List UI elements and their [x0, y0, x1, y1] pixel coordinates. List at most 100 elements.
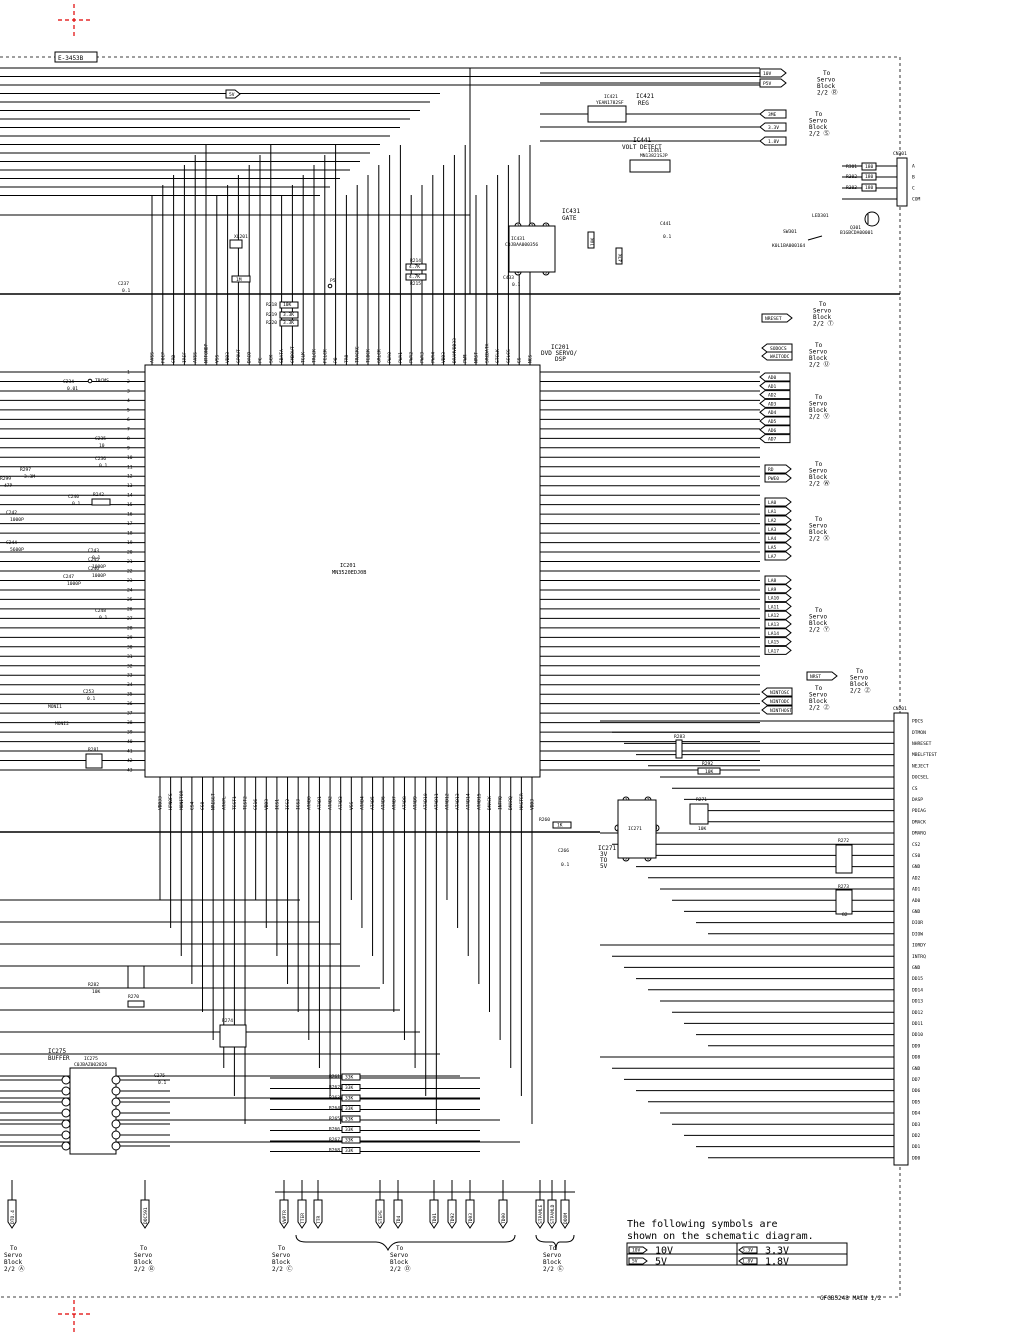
r260-ref: R260	[539, 817, 550, 823]
bottom-block-label: To	[396, 1245, 404, 1252]
flag-shape	[7, 1199, 17, 1229]
ic201-left-pinnum: 21	[127, 559, 133, 565]
sheet-border	[0, 56, 901, 1298]
ic201-bottom-pin: MASTER	[519, 793, 525, 810]
ic201-left-pinnum: 5	[127, 407, 130, 413]
ic201-top-pin: FOCP	[160, 352, 166, 363]
flag-label: SODOCS	[770, 346, 787, 352]
xl201-ref: XL201	[234, 234, 248, 240]
left-component-value: 0.1	[72, 501, 81, 507]
ic201-left-pinnum: 13	[127, 483, 133, 489]
test-point	[327, 283, 333, 289]
cn201-pin-sig: DD13	[912, 999, 923, 1005]
bottom-net-flag: TTER	[297, 1199, 307, 1229]
left-component-value: 0.01	[67, 386, 78, 392]
bottom-net-flag: TD03	[465, 1199, 475, 1229]
bottom-block-label: To	[278, 1245, 286, 1252]
ic201-left-pinnum: 22	[127, 569, 133, 575]
la-bus-flag: LA2	[764, 515, 792, 525]
sodocs-flag: WAITODC	[761, 351, 793, 361]
r201-resistor	[231, 275, 251, 283]
ic275-pin	[61, 1086, 71, 1096]
bottom-resistor-value: 33K	[345, 1075, 354, 1081]
ic201-top-pin: CS	[517, 357, 523, 363]
bottom-resistor-ref: R261	[329, 1074, 340, 1080]
ic201-top-pin: NTFONDP	[204, 343, 210, 363]
flag-label: DOOM	[563, 1213, 569, 1224]
right-net-flag: 10V	[759, 68, 787, 78]
ic201-bottom-pin: NRESET	[211, 793, 217, 810]
ic201-top-pin: CRD	[171, 354, 177, 363]
r215-ref: R215	[410, 281, 421, 287]
la-bus-flag: LA17	[764, 645, 792, 655]
sw301-part: K0L1BA000164	[772, 243, 805, 249]
resistor-ref: R218	[266, 302, 277, 308]
ic201-bottom-pin: INTRQ	[498, 796, 504, 810]
ic201-left-pinnum: 40	[127, 739, 133, 745]
right-net-flag: 1.8V	[759, 136, 787, 146]
c433-ref: C433	[503, 275, 514, 281]
cn201-pin-sig: DD5	[912, 1099, 921, 1105]
cn201-pin-sig: AD0	[912, 898, 921, 904]
net-flag-5v: 5V	[225, 89, 241, 99]
ic201-left-pinnum: 36	[127, 701, 133, 707]
bottom-resistor-ref: R264	[329, 1106, 340, 1112]
r242-resistor	[91, 498, 111, 506]
la-bus-flag: LA8	[764, 575, 792, 585]
bottom-block-label: To	[10, 1245, 18, 1252]
left-component-value: 1000P	[92, 564, 106, 570]
resistor-value: 3.3K	[283, 320, 294, 326]
ic201-bottom-pin: VSS	[349, 801, 355, 810]
left-component-ref: C245	[88, 557, 99, 563]
servo-block-label: 2/2 Ⓩ	[850, 687, 870, 695]
flag-label: PWE0	[768, 476, 779, 482]
ic441-body	[629, 159, 671, 173]
r441-resistor	[615, 247, 623, 265]
flag-shape	[447, 1199, 457, 1229]
flag-shape	[225, 89, 241, 99]
ic201-left-pinnum: 39	[127, 730, 133, 736]
ic201-bottom-pin: DMARQ	[508, 796, 514, 810]
ic201-left-pinnum: 14	[127, 493, 133, 499]
flag-shape	[806, 671, 838, 681]
flag-label: LA7	[768, 554, 777, 560]
ic201-top-pin: IREF	[182, 352, 188, 363]
servo-block-label: To	[823, 70, 831, 77]
ic201-top-pin: PWA1	[398, 352, 404, 363]
ic201-left-pinnum: 28	[127, 625, 133, 631]
bottom-resistor	[341, 1136, 361, 1144]
ic201-left-pinnum: 11	[127, 464, 133, 470]
sw301-ref: SW301	[783, 229, 797, 235]
int-flag: NINTOSC	[761, 687, 793, 697]
flag-label: DOC591	[143, 1207, 149, 1224]
cn201-pin-sig: CS2	[912, 842, 921, 848]
flag-label: TTER	[300, 1213, 306, 1224]
cn201-pin-sig: PDIAG	[912, 808, 926, 814]
flag-shape	[764, 637, 792, 647]
q301-ref: Q301	[850, 225, 861, 231]
bottom-net-flag: STPAMLD	[547, 1199, 557, 1229]
ic271-l2: 3V	[600, 851, 608, 858]
flag-label: 3.3V	[768, 125, 779, 131]
ic275-ref2: IC275	[84, 1056, 98, 1062]
ic201-left-pinnum: 4	[127, 398, 130, 404]
flag-label: TD92	[450, 1213, 456, 1224]
servo-block-label: Servo	[850, 675, 868, 682]
la-bus-flag: LA5	[764, 542, 792, 552]
bottom-block-label: Servo	[390, 1252, 408, 1259]
flag-shape	[761, 687, 793, 697]
flag-shape	[560, 1199, 570, 1229]
cn201-pin-sig: DD11	[912, 1021, 923, 1027]
r283-ref: R283	[674, 734, 685, 740]
la-bus-flag: LA14	[764, 628, 792, 638]
ic275-pin	[61, 1141, 71, 1151]
ic441-ref: IC441	[633, 137, 651, 144]
sheet-tag: E-3453B	[58, 55, 84, 62]
bottom-net-flag: TTR	[313, 1199, 323, 1229]
flag-shape	[279, 1199, 289, 1229]
flag-label: LA4	[768, 536, 777, 542]
flag-label: TD4	[396, 1215, 402, 1224]
ic201-ref: IC201	[340, 563, 356, 569]
flag-shape	[759, 122, 787, 132]
servo-block-label: Servo	[809, 401, 827, 408]
